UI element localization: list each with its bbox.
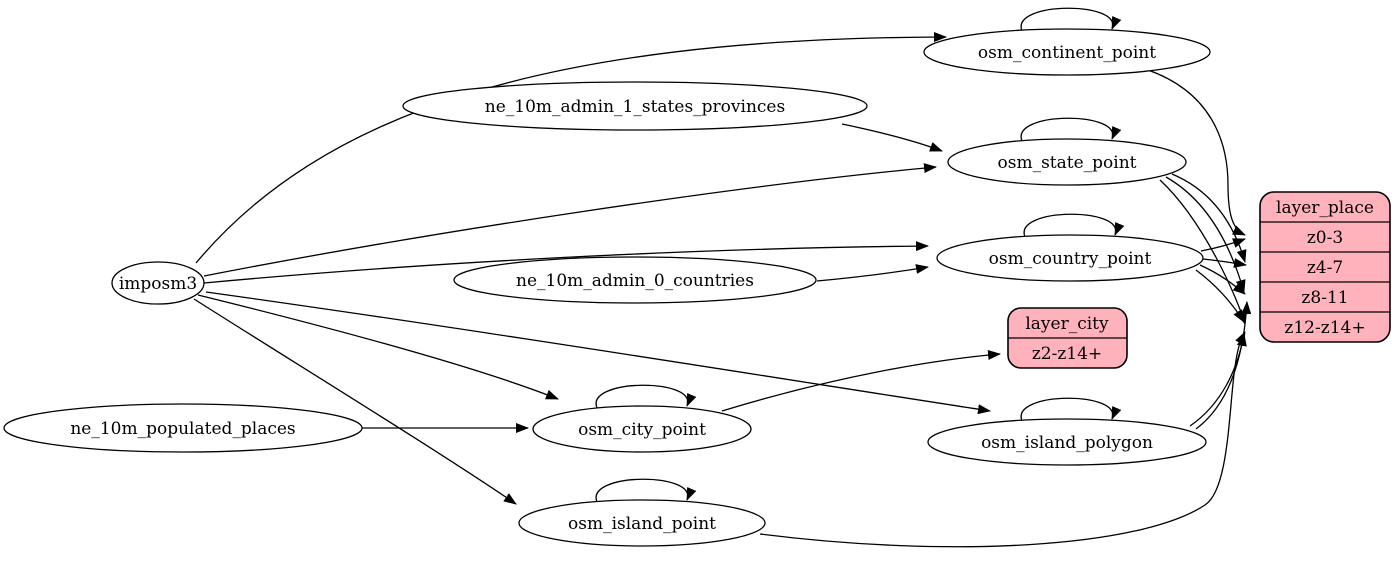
node-osm_continent_point-shape [923,28,1211,76]
edge-osm_continent_point-layer_place-z0-3 [1147,69,1246,236]
node-osm_island_polygon-shape [927,418,1207,466]
node-ne_10m_populated_places: ne_10m_populated_places [3,403,363,453]
node-ne_10m_admin_1_states_provinces-shape [402,81,868,131]
edge-osm_country_point-layer_place-z4-7 [1202,258,1247,268]
edge-osm_island_polygon-layer_place-z12-z14 [1189,333,1247,427]
selfloop-osm_continent_point [1020,7,1122,32]
record-layer_place-row-z0-3: z0-3 [1307,228,1343,248]
node-osm_island_point: osm_island_point [518,499,766,547]
selfloop-osm_state_point [1020,117,1122,142]
node-imposm3-label: imposm3 [119,274,197,294]
node-osm_country_point: osm_country_point [936,234,1204,282]
selfloop-osm_city_point [595,384,697,409]
record-layer_city-row-z2-z14: z2-z14+ [1032,344,1102,364]
edge-osm_country_point-layer_place-z0-3 [1200,238,1246,252]
nodes: imposm3 ne_10m_admin_1_states_provinces … [3,28,1211,547]
node-osm_country_point-shape [936,234,1204,282]
node-osm_city_point-label: osm_city_point [578,420,706,440]
node-osm_island_point-label: osm_island_point [568,514,716,534]
node-ne_10m_admin_0_countries-shape [453,256,817,304]
node-osm_state_point-shape [947,138,1187,186]
edge-osm_country_point-layer_place-z8-11 [1199,264,1246,295]
record-layer_place-shape [1259,191,1391,343]
node-ne_10m_populated_places-shape [3,403,363,453]
record-layer_place-row-z12-z14: z12-z14+ [1284,318,1365,338]
edge-imposm3-osm_city_point [197,294,559,400]
node-osm_city_point: osm_city_point [532,405,752,453]
edge-osm_state_point-layer_place-z8-11 [1165,176,1246,293]
edge-imposm3-osm_country_point [203,241,929,284]
edge-osm_island_point-layer_place-z12-z14 [759,331,1246,548]
node-osm_continent_point: osm_continent_point [923,28,1211,76]
edge-ne_10m_admin_0_countries-osm_country_point [816,264,929,282]
node-ne_10m_admin_0_countries: ne_10m_admin_0_countries [453,256,817,304]
edge-osm_country_point-layer_place-z12-z14 [1195,269,1245,323]
edge-imposm3-osm_continent_point [195,32,947,264]
node-osm_island_polygon: osm_island_polygon [927,418,1207,466]
record-layer_city: layer_city z2-z14+ [1007,307,1128,369]
node-osm_state_point-label: osm_state_point [998,153,1137,173]
edge-imposm3-osm_island_point [193,298,517,505]
node-osm_city_point-shape [532,405,752,453]
record-layer_place-title: layer_place [1276,198,1374,218]
edges [193,7,1252,548]
edge-ne_10m_admin_1_states_provinces-osm_state_point [841,123,943,152]
edge-osm_state_point-layer_place-z4-7 [1171,173,1247,263]
edge-osm_city_point-layer_city-z2-z14 [721,350,1001,412]
record-layer_place-row-z8-11: z8-11 [1301,288,1348,308]
node-osm_country_point-label: osm_country_point [989,249,1152,269]
node-osm_continent_point-label: osm_continent_point [978,43,1156,63]
node-ne_10m_populated_places-label: ne_10m_populated_places [70,419,295,439]
selfloop-osm_country_point [1023,213,1125,238]
node-osm_island_point-shape [518,499,766,547]
edge-imposm3-osm_island_polygon [205,291,991,415]
record-layer_place: layer_place z0-3 z4-7 z8-11 z12-z14+ [1259,191,1391,343]
node-ne_10m_admin_1_states_provinces-label: ne_10m_admin_1_states_provinces [485,97,785,117]
node-ne_10m_admin_1_states_provinces: ne_10m_admin_1_states_provinces [402,81,868,131]
node-imposm3-shape [111,261,205,305]
node-imposm3: imposm3 [111,261,205,305]
selfloop-osm_island_point [595,478,697,503]
node-osm_island_polygon-label: osm_island_polygon [981,433,1153,453]
record-layer_city-title: layer_city [1025,314,1109,334]
edge-osm_island_polygon-layer_place-z8-11 [1195,301,1252,430]
record-layer_place-row-z4-7: z4-7 [1307,258,1343,278]
selfloop-osm_island_polygon [1020,397,1122,422]
edge-imposm3-osm_state_point [203,163,937,277]
node-ne_10m_admin_0_countries-label: ne_10m_admin_0_countries [516,271,754,291]
node-osm_state_point: osm_state_point [947,138,1187,186]
